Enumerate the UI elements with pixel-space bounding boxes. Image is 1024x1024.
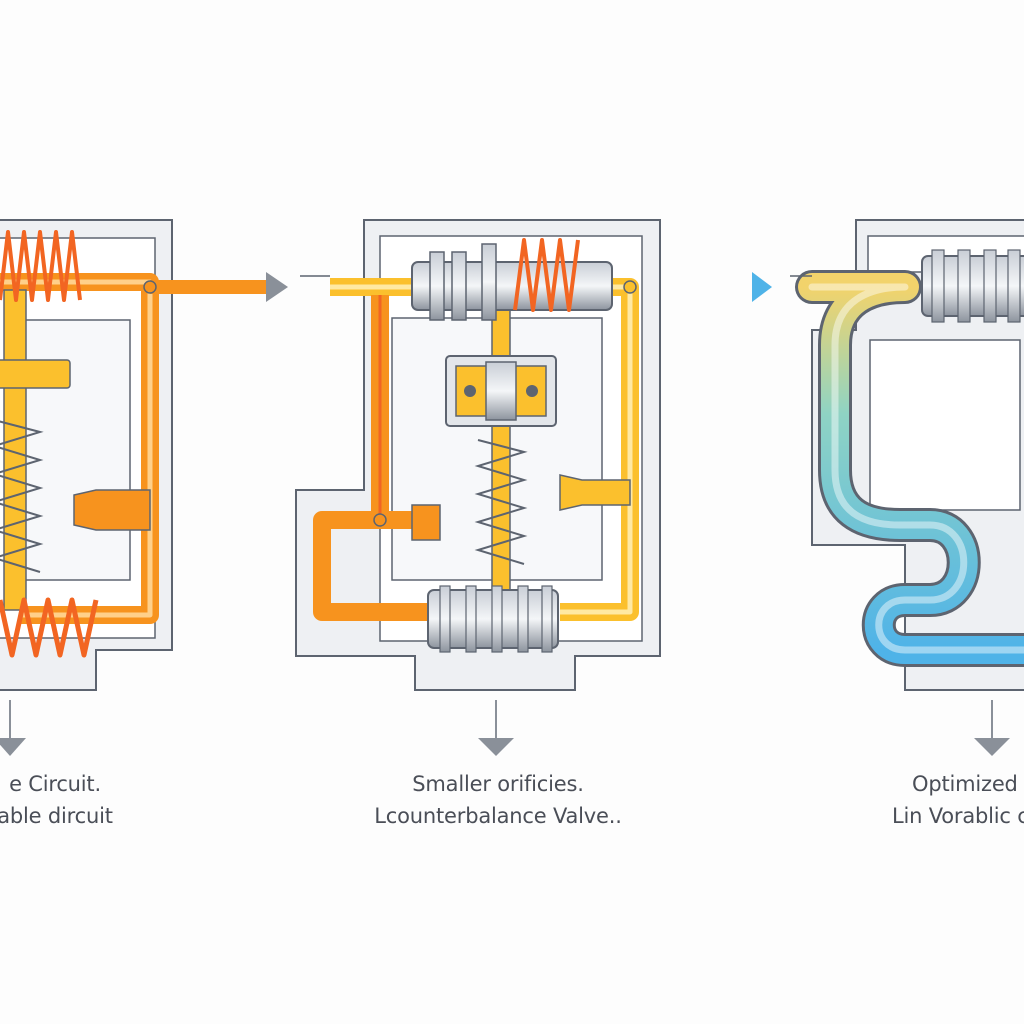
panel-3-caption: Optimized Lin Vorablic c xyxy=(892,768,1024,832)
caption-line-1: e Circuit. xyxy=(9,772,101,796)
flow-arrow-icon xyxy=(266,272,288,302)
pilot-port xyxy=(559,474,631,511)
valve-spool-icon xyxy=(921,249,1024,323)
caption-line-1: Smaller orificies. xyxy=(412,772,584,796)
pilot-port xyxy=(411,504,441,541)
panel-2-caption: Smaller orificies. Lcounterbalance Valve… xyxy=(298,768,698,832)
panel-3 xyxy=(790,219,1024,756)
pilot-port xyxy=(73,489,151,531)
caption-line-2: Lin Vorablic c xyxy=(892,804,1024,828)
panel-1-caption: e Circuit. able dircuit xyxy=(0,768,255,832)
down-arrow-icon xyxy=(478,738,514,756)
spring-icon xyxy=(0,420,44,573)
caption-line-1: Optimized xyxy=(912,772,1018,796)
spring-icon xyxy=(513,238,580,312)
spring-icon xyxy=(474,439,528,565)
panel-1 xyxy=(0,219,288,756)
down-arrow-icon xyxy=(0,738,26,756)
caption-line-2: able dircuit xyxy=(0,804,113,828)
spring-icon xyxy=(0,230,82,302)
valve-spool-icon xyxy=(427,585,559,653)
caption-line-2: Lcounterbalance Valve.. xyxy=(374,804,622,828)
panel-2 xyxy=(295,219,772,756)
valve-spool-icon xyxy=(411,243,613,321)
spring-icon xyxy=(0,597,99,658)
flow-arrow-icon xyxy=(752,272,772,302)
flow-channel xyxy=(798,273,1024,664)
down-arrow-icon xyxy=(974,738,1010,756)
